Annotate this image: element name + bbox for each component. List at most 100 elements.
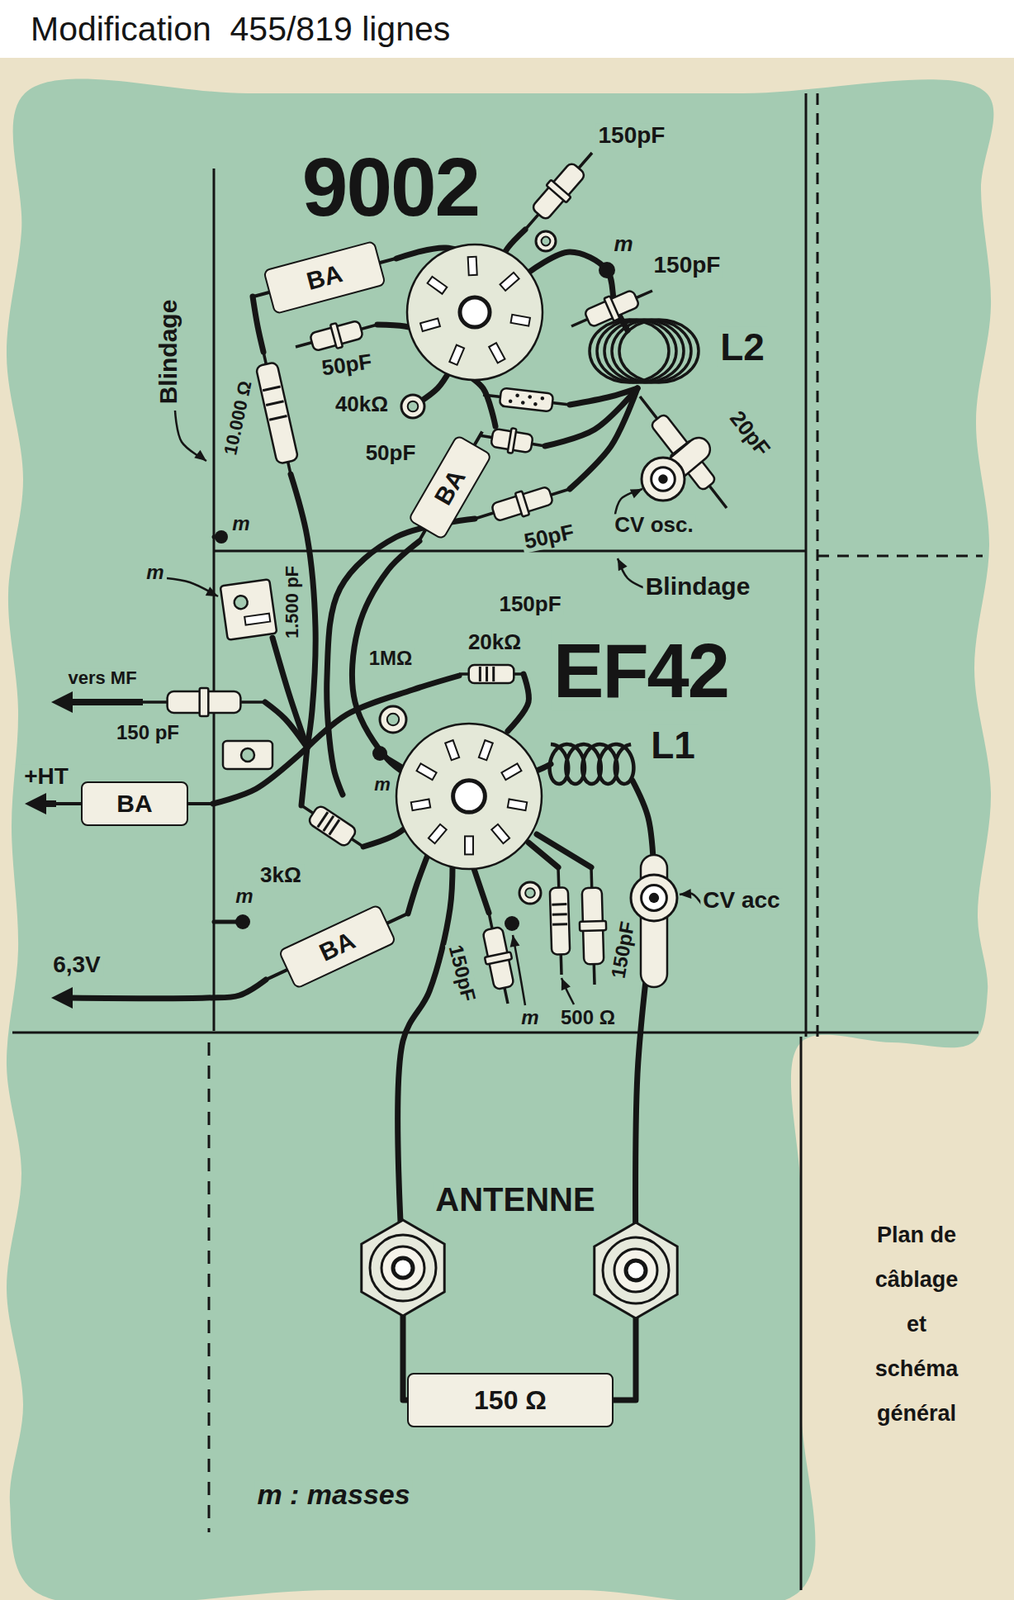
capacitor-collar	[579, 920, 607, 931]
marking-dot	[533, 402, 538, 407]
shield-label: Blindage	[643, 573, 754, 600]
capacitor-collar	[330, 322, 343, 349]
wire	[569, 388, 638, 489]
socket-center	[459, 297, 490, 327]
color-band	[552, 922, 568, 926]
component-value: 50pF	[363, 441, 419, 465]
supply-arrow-head	[24, 792, 47, 815]
wire	[69, 979, 266, 999]
marking-dot	[515, 393, 520, 398]
shield-line	[816, 93, 820, 1037]
resistor-symbol	[549, 867, 571, 976]
marking-dot	[527, 394, 532, 399]
socket-pin	[427, 276, 448, 294]
ground-mark: m	[371, 774, 394, 794]
tag-strip	[222, 740, 273, 769]
ground-point	[598, 261, 616, 279]
figure-caption: Plan de câblage et schéma général	[875, 1212, 959, 1436]
resistor-symbol	[459, 664, 524, 683]
component-value: 40kΩ	[332, 393, 391, 416]
coil-turn	[611, 319, 692, 383]
capacitor-collar	[199, 687, 209, 716]
wire	[528, 251, 628, 331]
choke-box: BA	[407, 434, 493, 541]
mica-eyelet	[233, 594, 249, 610]
trimmer-capacitor	[641, 432, 716, 501]
socket-pin	[491, 824, 510, 844]
node-text: BA	[116, 789, 152, 818]
terminal-post	[625, 1260, 646, 1280]
lug-hole	[407, 401, 419, 413]
capacitor-symbol	[475, 909, 521, 1007]
lug-hole	[525, 887, 536, 898]
component-value: 150pF	[496, 592, 564, 616]
socket-pin	[500, 272, 520, 291]
component-value: 500 Ω	[558, 1006, 618, 1028]
pin-contact	[491, 824, 510, 844]
socket-pin	[468, 256, 478, 275]
capacitor-collar	[507, 427, 517, 454]
pin-contact	[428, 824, 447, 844]
choke-box: BA	[277, 903, 397, 990]
wire	[351, 540, 420, 781]
component-value: 50pF	[520, 520, 579, 555]
component-body	[490, 428, 534, 454]
shield-walls	[12, 93, 983, 1590]
wire	[252, 296, 264, 352]
ground-point	[235, 914, 251, 929]
choke-box: BA	[262, 240, 387, 315]
solder-lug	[535, 231, 556, 252]
socket-pin	[478, 739, 493, 760]
coil-turn	[619, 319, 699, 383]
trimmer-ring	[651, 467, 676, 492]
component-value: 150pF	[445, 939, 481, 1005]
lug-hole	[387, 713, 399, 725]
component-value: 20kΩ	[465, 630, 524, 654]
wire	[407, 850, 430, 914]
color-band	[329, 819, 340, 834]
shield-line	[800, 1036, 803, 1590]
coil-l1	[549, 743, 635, 784]
coil-turn	[597, 319, 677, 383]
capacitor-collar	[484, 951, 512, 964]
tag-hole	[241, 748, 255, 762]
component-body	[491, 486, 555, 522]
color-band	[269, 416, 287, 421]
color-band	[262, 386, 280, 391]
wire	[536, 833, 592, 868]
socket-pin	[449, 345, 465, 365]
supply-arrow-head	[51, 691, 73, 713]
socket-pin	[464, 835, 474, 854]
title-strip	[0, 0, 1014, 58]
component-body	[530, 161, 587, 222]
terminal-label: ANTENNE	[432, 1181, 598, 1217]
shield-line	[817, 554, 983, 558]
component-value: 150pF	[596, 123, 669, 147]
antenna-terminal	[594, 1222, 678, 1318]
coil-turn	[604, 319, 684, 383]
terminal-washer	[381, 1246, 425, 1289]
socket-pin	[420, 317, 441, 332]
color-band	[551, 902, 567, 906]
wire	[265, 701, 308, 748]
color-band	[552, 912, 568, 916]
hex-nut	[594, 1222, 678, 1318]
socket-body	[396, 723, 542, 869]
arrow-head	[630, 484, 645, 499]
ground-mark: m	[232, 885, 256, 906]
capacitor-symbol	[630, 388, 737, 516]
shield-line	[12, 1031, 979, 1034]
pin-contact	[427, 276, 448, 294]
coil-name: L1	[648, 724, 698, 765]
pin-contact	[445, 739, 460, 760]
pin-contact	[507, 798, 527, 811]
color-band	[478, 666, 482, 682]
solder-lug	[379, 706, 407, 733]
pin-contact	[411, 798, 431, 811]
choke-box: BA	[80, 781, 189, 826]
part-name: CV acc	[700, 887, 782, 912]
supply-arrow-shaft	[67, 698, 143, 706]
wire	[272, 637, 308, 748]
